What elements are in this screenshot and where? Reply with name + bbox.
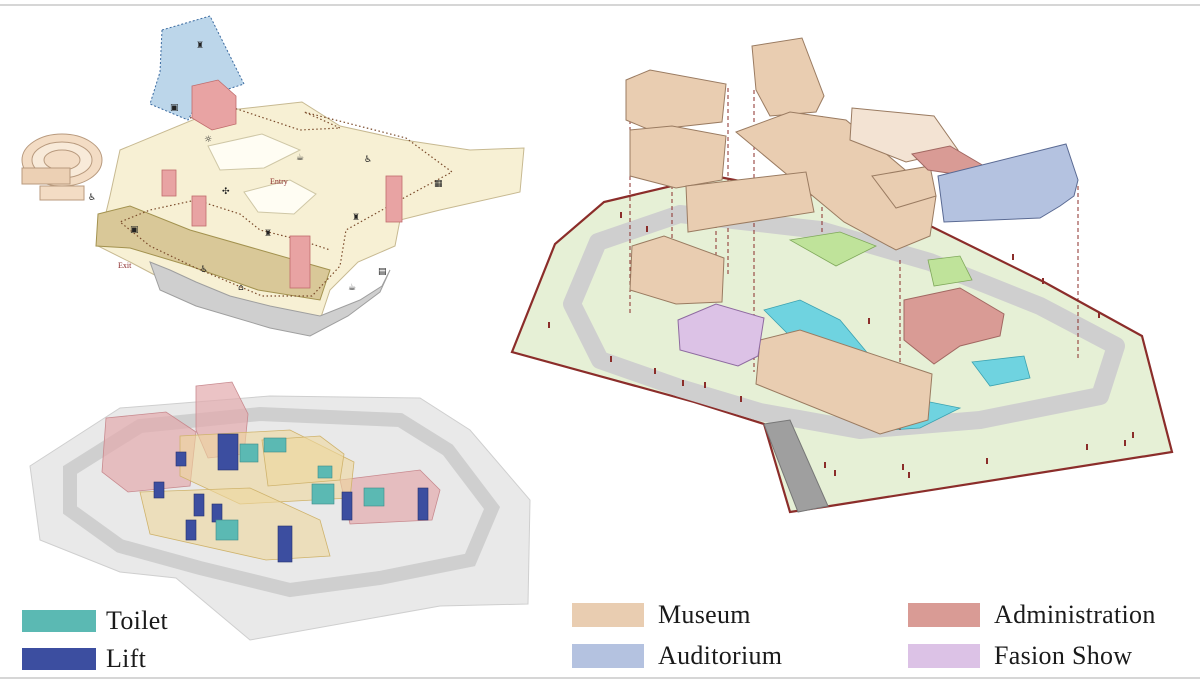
lift-block — [417, 487, 429, 521]
floor-plan-axonometric: ♜ ▣ ☼ ✣ ☕ ♿ ♿ ♜ ♜ ▤ ☕ ⌂ ▦ ▣ ♿ Entry Exit — [21, 15, 525, 337]
museum-volume — [755, 329, 933, 435]
cafe-icon: ☕ — [348, 283, 356, 293]
floor-plan-tower-2 — [191, 195, 207, 227]
legend-swatch-museum — [572, 603, 644, 627]
lift-block — [341, 491, 353, 521]
legend-swatch-fashion-show — [908, 644, 980, 668]
legend-swatch-toilet — [22, 610, 96, 632]
toilet-block — [215, 519, 239, 541]
legend-item-administration: Administration — [908, 602, 1156, 628]
site-axonometric — [510, 37, 1174, 514]
floor-plan-courtyard-1 — [207, 133, 302, 171]
legend-label-museum: Museum — [658, 600, 751, 629]
bottom-frame-line — [0, 677, 1200, 679]
floor-plan-tower-4 — [385, 175, 403, 223]
legend-label-fashion-show: Fasion Show — [994, 641, 1133, 670]
legend-label-lift: Lift — [106, 644, 147, 673]
lift-block — [211, 503, 223, 523]
lift-block — [175, 451, 187, 467]
site-green-terraces — [788, 231, 973, 287]
floor-plan-tower-north — [191, 79, 237, 131]
train-icon: ▤ — [378, 267, 387, 277]
museum-volume — [751, 37, 825, 117]
legend-swatch-lift — [22, 648, 96, 670]
legend-item-lift: Lift — [22, 646, 146, 672]
legend-swatch-auditorium — [572, 644, 644, 668]
exit-label: Exit — [118, 261, 132, 270]
legend-item-toilet: Toilet — [22, 608, 168, 634]
floor-plan-tower-3 — [289, 235, 311, 289]
wheelchair-icon: ♿ — [88, 193, 96, 203]
site-entrance-ramp — [763, 419, 829, 513]
site-fashion-show-volume — [677, 303, 765, 367]
museum-volume — [735, 111, 937, 251]
cafe-icon: ☕ — [296, 153, 304, 163]
camera-icon: ▣ — [130, 225, 139, 235]
legend-swatch-administration — [908, 603, 980, 627]
services-lifts — [153, 433, 429, 563]
statue-icon: ♜ — [352, 213, 360, 223]
legend-item-auditorium: Auditorium — [572, 643, 782, 669]
floor-plan-gray-base — [149, 261, 391, 337]
lightbulb-icon: ☼ — [204, 135, 212, 145]
statue-icon: ♜ — [264, 229, 272, 239]
museum-volume — [685, 171, 815, 233]
wheelchair-icon: ♿ — [200, 265, 208, 275]
lift-block — [277, 525, 293, 563]
services-admin-volumes — [101, 381, 441, 525]
floor-plan-courtyard-2 — [243, 179, 317, 215]
site-auditorium-volume — [937, 143, 1079, 223]
toilet-block — [239, 443, 259, 463]
toilet-block — [317, 465, 333, 479]
camera-icon: ▣ — [170, 103, 179, 113]
legend-label-toilet: Toilet — [106, 606, 169, 635]
services-path-ring — [63, 406, 501, 598]
floor-plan-stair-towers — [161, 79, 403, 289]
legend-item-museum: Museum — [572, 602, 751, 628]
lift-block — [185, 519, 197, 541]
wheelchair-icon: ♿ — [364, 155, 372, 165]
museum-statue-icon: ♜ — [196, 41, 204, 51]
toilet-block — [263, 437, 287, 453]
museum-volume — [629, 235, 725, 305]
top-frame-line — [0, 4, 1200, 6]
floor-plan-icons: ♜ ▣ ☼ ✣ ☕ ♿ ♿ ♜ ♜ ▤ ☕ ⌂ ▦ ▣ ♿ — [88, 41, 443, 293]
legend-label-auditorium: Auditorium — [658, 641, 783, 670]
lift-block — [153, 481, 165, 499]
museum-volume — [871, 165, 937, 209]
legend-label-administration: Administration — [994, 600, 1156, 629]
pavilion-icon: ⌂ — [238, 283, 244, 293]
toilet-block — [363, 487, 385, 507]
museum-volume — [625, 69, 727, 131]
site-people — [548, 212, 1134, 478]
building-icon: ▦ — [434, 179, 443, 189]
services-toilets — [215, 437, 385, 541]
museum-volume — [629, 125, 727, 189]
site-museum-volumes — [625, 37, 959, 435]
floor-plan-tower-1 — [161, 169, 177, 197]
entry-label: Entry — [270, 177, 288, 186]
gear-icon: ✣ — [222, 187, 230, 197]
legend-item-fashion-show: Fasion Show — [908, 643, 1132, 669]
floor-plan-spiral-ramp — [21, 133, 103, 201]
floor-plan-lower-band — [95, 205, 331, 301]
lift-block — [217, 433, 239, 471]
toilet-block — [311, 483, 335, 505]
services-axonometric — [29, 381, 531, 641]
lift-block — [193, 493, 205, 517]
